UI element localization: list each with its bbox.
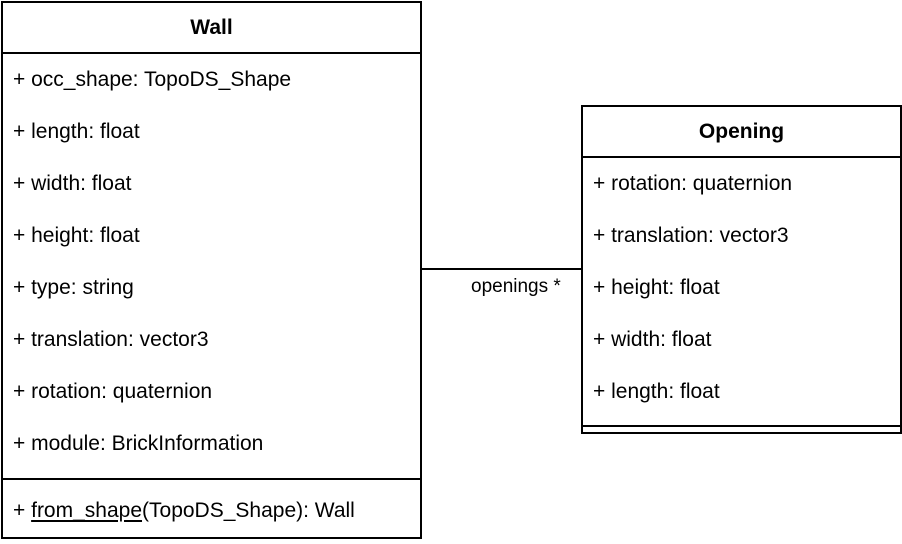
wall-attributes: + occ_shape: TopoDS_Shape + length: floa… [3, 54, 420, 480]
wall-operation-static-name: from_shape [31, 499, 143, 522]
wall-operation-signature: (TopoDS_Shape): Wall [142, 499, 355, 522]
wall-attribute: + module: BrickInformation [13, 432, 264, 455]
association-label: openings * [471, 276, 561, 297]
opening-class-name: Opening [583, 107, 900, 158]
wall-attribute: + rotation: quaternion [13, 380, 213, 403]
wall-operation: + from_shape(TopoDS_Shape): Wall [3, 480, 420, 540]
opening-attributes: + rotation: quaternion + translation: ve… [583, 158, 900, 418]
opening-class[interactable]: Opening + rotation: quaternion + transla… [581, 105, 902, 434]
opening-operations-divider [583, 425, 900, 427]
wall-class[interactable]: Wall + occ_shape: TopoDS_Shape + length:… [1, 1, 422, 539]
opening-attribute: + length: float [593, 380, 720, 403]
opening-attribute: + width: float [593, 328, 712, 351]
wall-attribute: + occ_shape: TopoDS_Shape [13, 68, 292, 91]
opening-attribute: + translation: vector3 [593, 224, 789, 247]
wall-attribute: + type: string [13, 276, 134, 299]
association-line[interactable] [422, 268, 581, 270]
opening-attribute: + height: float [593, 276, 720, 299]
opening-attribute: + rotation: quaternion [593, 172, 793, 195]
wall-attribute: + translation: vector3 [13, 328, 209, 351]
wall-operation-visibility: + [13, 499, 32, 522]
wall-class-name: Wall [3, 3, 420, 54]
wall-attribute: + length: float [13, 120, 140, 143]
wall-attribute: + width: float [13, 172, 132, 195]
wall-attribute: + height: float [13, 224, 140, 247]
